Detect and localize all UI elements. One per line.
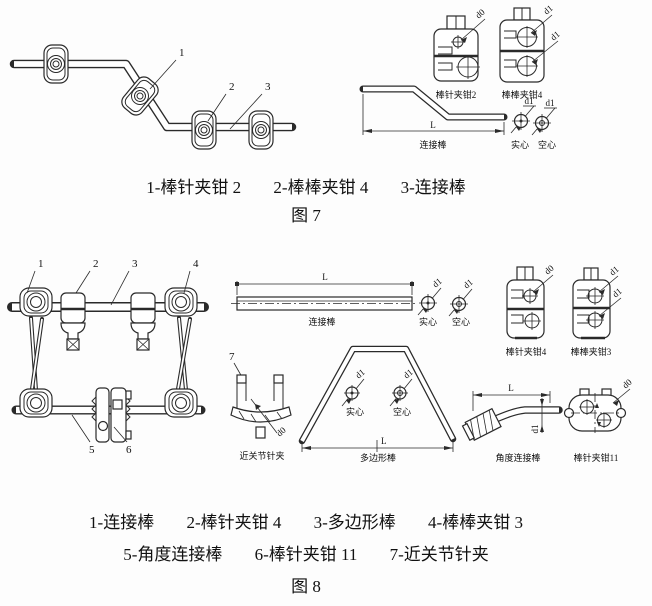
part-number-6: 6 xyxy=(126,444,132,456)
hollow-section-label: 空心 xyxy=(538,139,556,150)
caption-item: 1-连接棒 xyxy=(89,513,155,532)
clamp-pin4-detail-label: 棒针夹钳4 xyxy=(506,346,547,357)
solid-section-label: 实心 xyxy=(511,139,529,150)
fig8-clamp-rod3-detail: d1 d1 棒棒夹钳3 xyxy=(571,264,624,357)
part-number-1: 1 xyxy=(179,47,185,59)
section-diameter-label: d1 xyxy=(546,98,555,108)
solid-section-label: 实心 xyxy=(419,316,437,327)
fig7-details-drawing: d0 棒针夹钳2 d1 d1 棒棒夹钳4 xyxy=(359,3,562,150)
pin-diameter-label: d0 xyxy=(274,425,288,439)
rod-diameter-label: d1 xyxy=(607,264,620,277)
polygon-rod-label: 多边形棒 xyxy=(360,452,396,463)
part-number-3: 3 xyxy=(265,81,271,93)
fig8-caption-line2: 5-角度连接棒 6-棒针夹钳 11 7-近关节针夹 xyxy=(0,545,612,565)
clamp-rod3-detail-label: 棒棒夹钳3 xyxy=(571,346,612,357)
part-number-7: 7 xyxy=(229,351,235,363)
fig8-clamp-pin4-detail: d0 棒针夹钳4 xyxy=(506,263,556,357)
angle-rod-label: 角度连接棒 xyxy=(495,452,540,463)
part-number-1: 1 xyxy=(38,258,44,270)
caption-item: 4-棒棒夹钳 3 xyxy=(428,513,523,532)
fig7-assembly-drawing: 1 2 3 xyxy=(9,44,297,150)
caption-item: 1-棒针夹钳 2 xyxy=(146,178,242,197)
rod-diameter-label: d1 xyxy=(541,3,554,16)
rod-rod-clamp-middle xyxy=(191,110,217,150)
solid-section-label: 实心 xyxy=(346,406,364,417)
fig7-number: 图 7 xyxy=(291,206,321,225)
fig8-assembly-drawing: 1 2 3 4 5 6 xyxy=(7,258,209,456)
fig7-clamp-pin-detail: d0 棒针夹钳2 xyxy=(433,7,487,100)
fig7-caption: 1-棒针夹钳 2 2-棒棒夹钳 4 3-连接棒 xyxy=(0,178,612,198)
fig7-part-callouts: 1 2 3 xyxy=(149,47,271,130)
part-number-3: 3 xyxy=(132,258,138,270)
fig7-cross-sections: d1 d1 实心 空心 xyxy=(510,96,557,150)
caption-item: 3-多边形棒 xyxy=(313,513,396,532)
caption-item: 3-连接棒 xyxy=(400,178,466,197)
middle-clamp xyxy=(59,291,87,352)
caption-item: 2-棒棒夹钳 4 xyxy=(273,178,369,197)
rod-pin-clamp-right xyxy=(248,110,274,150)
part-number-2: 2 xyxy=(229,81,235,93)
fig8-angle-rod-detail: L d1 角度连接棒 xyxy=(461,383,563,463)
clamp-pin11-label: 棒针夹钳11 xyxy=(574,452,619,463)
clamp-pin-detail-label: 棒针夹钳2 xyxy=(436,89,477,100)
angle-rod-diameter-label: d1 xyxy=(530,425,540,434)
clamp-rod-detail-label: 棒棒夹钳4 xyxy=(502,89,543,100)
pin-diameter-label: d0 xyxy=(473,7,487,21)
central-joint xyxy=(91,387,132,443)
angle-rod-length-label: L xyxy=(508,383,514,393)
pin-diameter-label: d0 xyxy=(542,263,556,277)
section-diameter-label: d1 xyxy=(525,96,534,106)
section-diameter-label: d1 xyxy=(461,277,474,290)
fig8-side-bars xyxy=(29,316,192,392)
fig8-polygon-rod-detail: L d1 d1 实心 空心 多边形棒 xyxy=(298,345,457,463)
fig7-clamp-rod-detail: d1 d1 棒棒夹钳4 xyxy=(499,3,562,100)
fig8-caption-line1: 1-连接棒 2-棒针夹钳 4 3-多边形棒 4-棒棒夹钳 3 xyxy=(0,513,612,533)
rod-length-label: L xyxy=(322,272,328,282)
corner-clamp xyxy=(164,388,198,418)
section-diameter-label: d1 xyxy=(401,367,414,380)
part-number-2: 2 xyxy=(93,258,99,270)
corner-clamp xyxy=(19,287,53,317)
caption-item: 5-角度连接棒 xyxy=(123,545,223,564)
fig8-joint-clamp-detail: 7 d0 近关节针夹 xyxy=(229,351,292,461)
connecting-rod-label: 连接棒 xyxy=(419,139,446,150)
caption-item: 7-近关节针夹 xyxy=(389,545,489,564)
corner-clamp xyxy=(19,388,53,418)
fig8-cross-sections: d1 d1 实心 空心 xyxy=(417,276,475,327)
rod-length-label: L xyxy=(430,120,436,130)
polygon-rod-length-label: L xyxy=(381,436,387,446)
rod-diameter-label: d1 xyxy=(548,29,561,42)
corner-clamp xyxy=(164,287,198,317)
caption-item: 6-棒针夹钳 11 xyxy=(254,545,358,564)
fig8-details-drawing: L 连接棒 d1 d1 实心 空心 xyxy=(229,263,634,463)
middle-clamp xyxy=(129,291,157,352)
fig8-connecting-rod-detail: L 连接棒 xyxy=(231,272,418,327)
fig8-clamp-pin11-detail: d0 棒针夹钳11 xyxy=(563,377,634,463)
fig8-part-callouts: 1 2 3 4 5 6 xyxy=(26,258,199,456)
joint-clamp-label: 近关节针夹 xyxy=(239,450,284,461)
part-number-4: 4 xyxy=(193,258,199,270)
fig8-number: 图 8 xyxy=(291,577,321,596)
rod-pin-clamp-left xyxy=(43,44,69,84)
part-number-5: 5 xyxy=(89,444,95,456)
connecting-rod-label: 连接棒 xyxy=(308,316,335,327)
section-diameter-label: d1 xyxy=(430,276,443,289)
caption-item: 2-棒针夹钳 4 xyxy=(186,513,282,532)
pin-diameter-label: d0 xyxy=(620,377,634,391)
hollow-section-label: 空心 xyxy=(452,316,470,327)
rod-diameter-label: d1 xyxy=(610,286,623,299)
section-diameter-label: d1 xyxy=(353,367,366,380)
hollow-section-label: 空心 xyxy=(393,406,411,417)
fig7-connecting-rod-detail: L 连接棒 xyxy=(359,85,508,150)
